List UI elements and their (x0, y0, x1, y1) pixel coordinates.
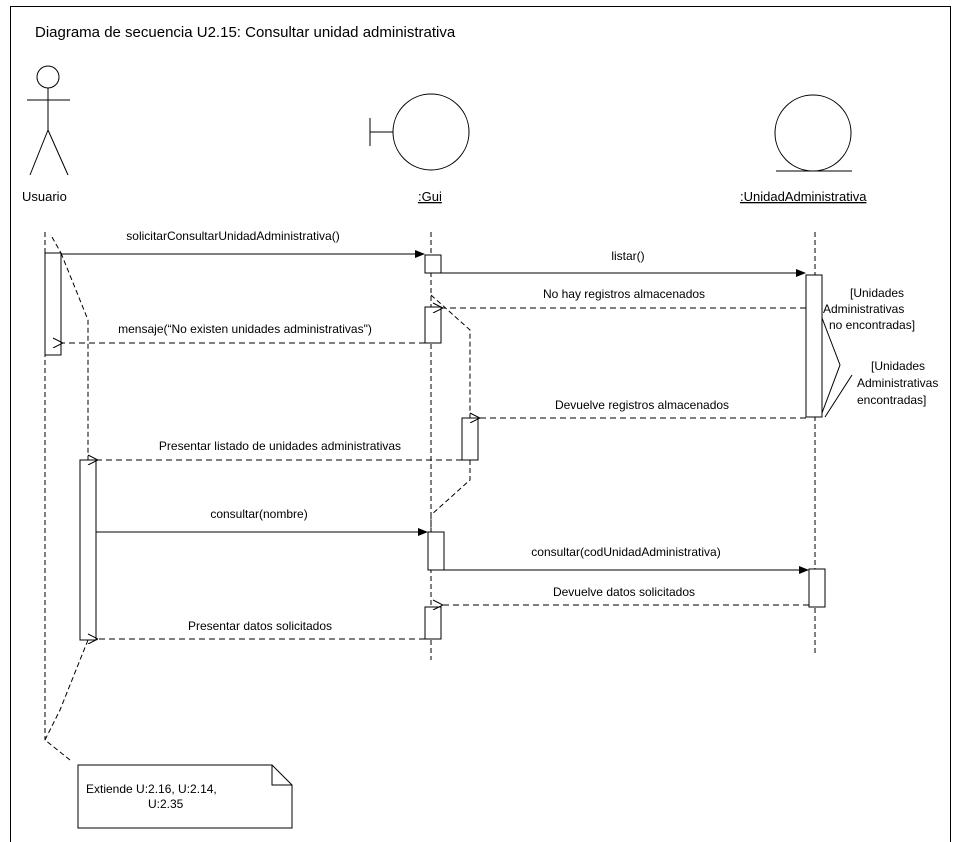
diagram-frame (10, 6, 951, 842)
message-label-1: solicitarConsultarUnidadAdministrativa() (126, 229, 339, 243)
flow-connector-usuario-2 (60, 252, 89, 460)
message-label-5: Devuelve registros almacenados (555, 398, 729, 412)
guard-line: Administrativas (857, 376, 938, 390)
guard-line: no encontradas] (829, 318, 915, 332)
note-corner (271, 765, 292, 786)
guard-line: encontradas] (857, 393, 926, 407)
entity-unidad (774, 94, 852, 172)
actor-head (36, 65, 60, 89)
activation-gui-3 (461, 417, 479, 461)
diagram-title: Diagrama de secuencia U2.15: Consultar u… (35, 24, 456, 41)
actor-leg-left (29, 129, 49, 176)
guard-bracket-encontradas (824, 374, 853, 418)
actor-usuario (27, 65, 70, 176)
activation-usuario-2 (79, 459, 97, 641)
message-label-2: listar() (611, 249, 644, 263)
activation-gui-2 (424, 306, 442, 344)
flow-connector-gui-2 (430, 460, 471, 532)
entity-circle (774, 94, 852, 172)
extends-note: Extiende U:2.16, U:2.14, U:2.35 (77, 764, 293, 829)
message-label-6: Presentar listado de unidades administra… (159, 439, 401, 453)
flow-connector-gui-1 (430, 294, 471, 418)
guard-line: [Unidades (850, 286, 904, 300)
activation-usuario-1 (44, 252, 62, 356)
guard-encontradas: [Unidades Administrativas encontradas] (857, 359, 938, 407)
lifeline-label-gui: :Gui (418, 189, 442, 204)
lifeline-label-usuario: Usuario (22, 189, 67, 204)
lifeline-label-unidad: :UnidadAdministrativa (740, 189, 867, 204)
boundary-circle (392, 93, 470, 171)
guard-line: [Unidades (871, 359, 925, 373)
activation-gui-1 (424, 254, 442, 274)
note-line-1: Extiende U:2.16, U:2.14, (86, 782, 217, 796)
message-label-7: consultar(nombre) (210, 507, 307, 521)
activation-gui-4 (427, 531, 445, 571)
guard-no-encontradas: [Unidades Administrativas no encontradas… (823, 286, 915, 332)
flow-connector-usuario-1 (51, 236, 62, 254)
boundary-gui (369, 93, 470, 171)
note-line-2: U:2.35 (148, 797, 184, 811)
message-label-8: consultar(codUnidadAdministrativa) (531, 545, 720, 559)
activation-unidad-1 (805, 274, 823, 418)
message-label-3: No hay registros almacenados (543, 287, 705, 301)
activation-unidad-2 (808, 568, 826, 608)
activation-gui-5 (424, 606, 442, 640)
actor-leg-right (47, 129, 69, 176)
guard-bracket-no-encontradas (821, 317, 841, 414)
note-shape (77, 764, 293, 829)
message-label-10: Presentar datos solicitados (188, 619, 332, 633)
message-label-9: Devuelve datos solicitados (553, 585, 695, 599)
guard-line: Administrativas (823, 302, 904, 316)
flow-connector-usuario-end (44, 639, 89, 761)
message-label-4: mensaje(“No existen unidades administrat… (118, 322, 372, 336)
